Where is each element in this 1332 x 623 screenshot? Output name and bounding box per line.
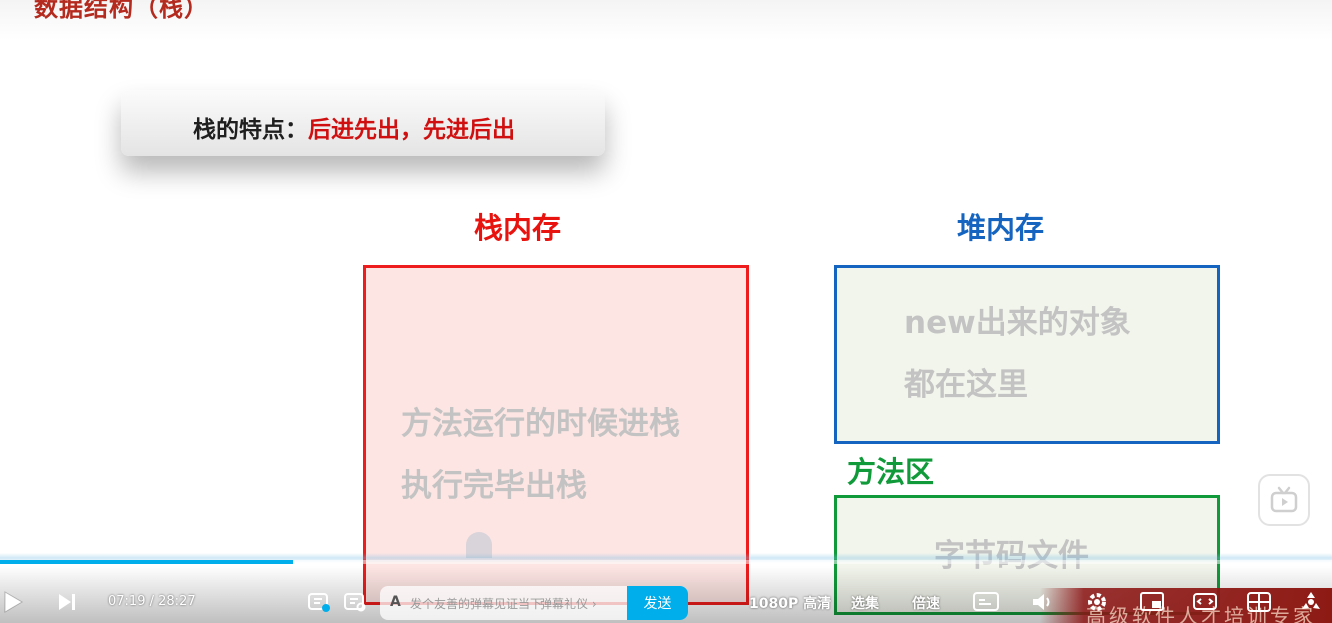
stack-memory-title: 栈内存 xyxy=(474,211,562,245)
method-area-line-1: 字节码文件 xyxy=(934,525,1089,587)
stack-line-2: 执行完毕出栈 xyxy=(401,468,587,504)
progress-fill xyxy=(0,560,294,564)
danmaku-bar: A 弹幕礼仪 › 发送 xyxy=(380,586,688,620)
method-area-title: 方法区 xyxy=(847,455,935,489)
volume-icon[interactable] xyxy=(1031,591,1055,617)
time-separator: / xyxy=(149,594,154,609)
play-icon[interactable] xyxy=(2,590,24,618)
audio-wave-overlay xyxy=(0,553,1332,563)
watermark-banner: 高级软件人才培训专家 xyxy=(1040,588,1332,623)
pip-icon[interactable] xyxy=(1139,591,1165,617)
feature-text: 栈的特点：后进先出，先进后出 xyxy=(193,110,515,144)
total-time: 28:27 xyxy=(158,594,196,609)
heap-line-2: 都在这里 xyxy=(904,367,1028,403)
heap-memory-box: new出来的对象 都在这里 xyxy=(834,265,1220,444)
widescreen-icon[interactable] xyxy=(1192,591,1218,617)
subtitle-icon[interactable] xyxy=(972,591,1002,617)
episodes-button[interactable]: 选集 xyxy=(851,596,879,612)
time-display: 07:19 / 28:27 xyxy=(108,594,196,609)
settings-icon[interactable] xyxy=(1085,590,1109,618)
danmaku-input[interactable] xyxy=(408,590,627,618)
speed-button[interactable]: 倍速 xyxy=(912,596,940,612)
progress-bar[interactable] xyxy=(0,560,1332,564)
danmaku-toggle-icon[interactable] xyxy=(307,591,331,617)
slide-title: 数据结构（栈） xyxy=(34,0,209,22)
send-button[interactable]: 发送 xyxy=(627,586,688,620)
feature-label: 栈的特点： xyxy=(193,117,308,143)
stack-memory-box: 方法运行的时候进栈 执行完毕出栈 xyxy=(363,265,749,605)
heap-memory-title: 堆内存 xyxy=(957,211,1045,245)
fullscreen-icon[interactable] xyxy=(1298,590,1324,618)
current-time: 07:19 xyxy=(108,594,146,609)
audio-peak-overlay xyxy=(466,532,492,558)
webfullscreen-icon[interactable] xyxy=(1246,591,1272,617)
quality-button[interactable]: 1080P 高清 xyxy=(749,596,832,612)
stack-line-1: 方法运行的时候进栈 xyxy=(401,406,680,442)
feature-value: 后进先出，先进后出 xyxy=(308,117,515,143)
next-icon[interactable] xyxy=(57,593,77,615)
danmaku-etiquette-link[interactable]: 弹幕礼仪 › xyxy=(540,597,597,611)
danmaku-style-icon[interactable]: A xyxy=(390,594,401,610)
danmaku-settings-icon[interactable] xyxy=(343,591,367,617)
mini-tv-icon[interactable] xyxy=(1258,474,1310,526)
watermark-text: 高级软件人才培训专家 xyxy=(1086,604,1316,623)
heap-line-1: new出来的对象 xyxy=(904,305,1131,341)
feature-card: 栈的特点：后进先出，先进后出 xyxy=(121,90,605,156)
